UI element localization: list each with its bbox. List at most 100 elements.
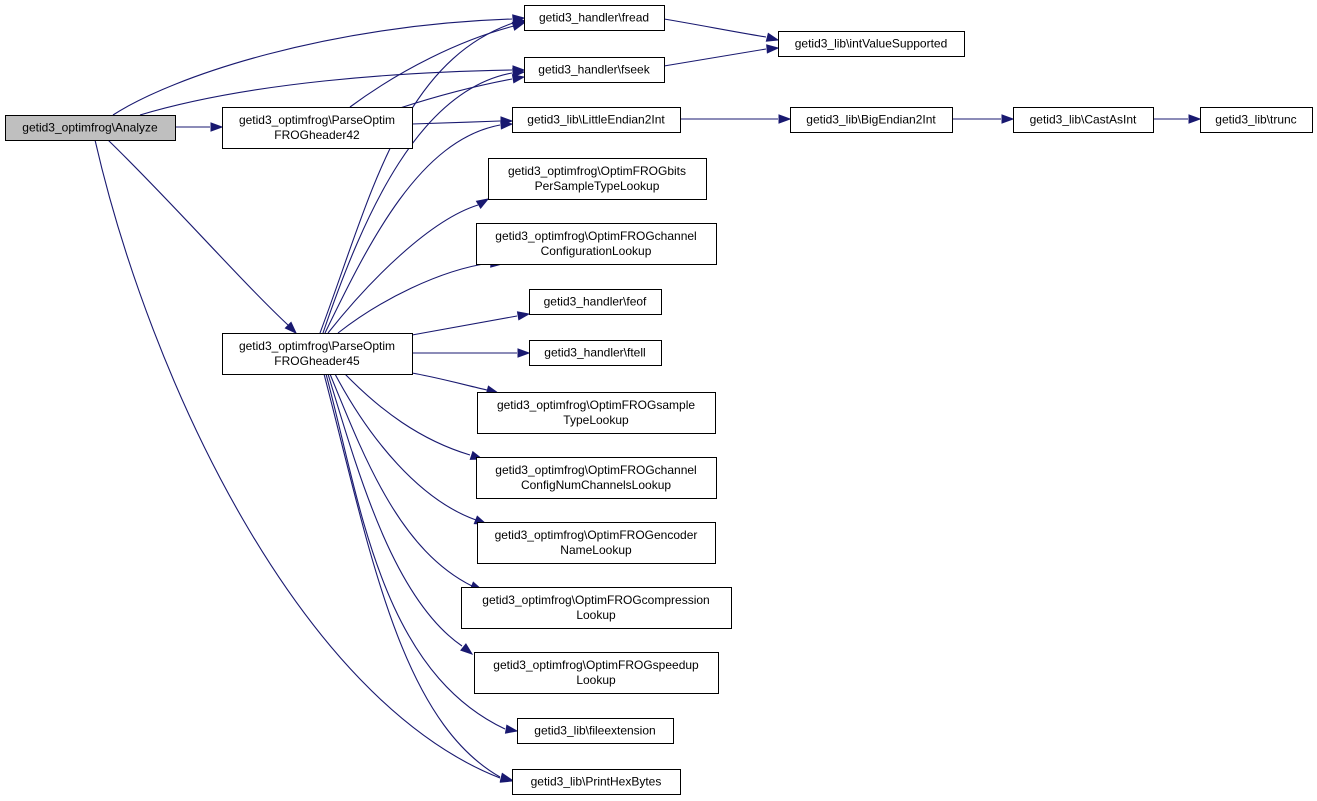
node-compression[interactable]: getid3_optimfrog\OptimFROGcompressionLoo… xyxy=(461,587,732,629)
edge-line xyxy=(327,373,463,647)
edge-line xyxy=(663,18,767,38)
edge-line xyxy=(107,139,289,326)
node-label: Lookup xyxy=(576,608,616,622)
node-numchannels[interactable]: getid3_optimfrog\OptimFROGchannelConfigN… xyxy=(476,457,717,499)
node-castasint[interactable]: getid3_lib\CastAsInt xyxy=(1013,107,1154,133)
node-printhex[interactable]: getid3_lib\PrintHexBytes xyxy=(512,769,681,795)
node-box[interactable] xyxy=(1013,107,1154,133)
edge-line xyxy=(322,72,513,334)
edge-line xyxy=(411,315,518,336)
node-box[interactable] xyxy=(517,718,674,744)
edge-arrowhead xyxy=(475,198,490,209)
node-label: ConfigNumChannelsLookup xyxy=(521,478,671,492)
node-analyze[interactable]: getid3_optimfrog\Analyze xyxy=(5,115,176,141)
node-label: getid3_optimfrog\OptimFROGchannel xyxy=(495,229,696,243)
node-label: Lookup xyxy=(576,673,616,687)
node-label: getid3_lib\trunc xyxy=(1215,113,1296,127)
edge-line xyxy=(344,373,471,456)
edge-line xyxy=(325,373,506,730)
node-bitspersample[interactable]: getid3_optimfrog\OptimFROGbitsPerSampleT… xyxy=(488,158,707,200)
edge-castasint-to-trunc xyxy=(1153,114,1202,124)
node-box[interactable] xyxy=(1200,107,1313,133)
edge-line xyxy=(324,124,501,334)
node-box[interactable] xyxy=(529,289,662,315)
node-be2int[interactable]: getid3_lib\BigEndian2Int xyxy=(790,107,953,133)
edge-be2int-to-castasint xyxy=(952,114,1015,124)
edge-parse42-to-le2int xyxy=(411,116,514,126)
node-label: getid3_optimfrog\OptimFROGsample xyxy=(497,398,695,412)
edge-fread-to-intvalue xyxy=(663,18,780,42)
edge-analyze-to-parse45 xyxy=(107,139,298,335)
node-box[interactable] xyxy=(488,158,707,200)
edge-parse45-to-sampletype xyxy=(411,372,500,395)
node-box[interactable] xyxy=(476,457,717,499)
edge-arrowhead xyxy=(517,348,531,358)
node-label: getid3_lib\CastAsInt xyxy=(1030,113,1137,127)
node-label: getid3_lib\BigEndian2Int xyxy=(806,113,936,127)
edge-line xyxy=(349,25,515,108)
edge-arrowhead xyxy=(1188,114,1202,124)
node-label: getid3_optimfrog\ParseOptim xyxy=(239,339,395,353)
node-box[interactable] xyxy=(476,223,717,265)
node-box[interactable] xyxy=(512,107,681,133)
node-box[interactable] xyxy=(524,5,665,31)
node-box[interactable] xyxy=(790,107,953,133)
node-label: getid3_optimfrog\OptimFROGspeedup xyxy=(493,658,699,672)
node-label: getid3_lib\fileextension xyxy=(534,724,655,738)
node-fseek[interactable]: getid3_handler\fseek xyxy=(524,57,665,83)
edge-parse45-to-ftell xyxy=(412,348,531,358)
edge-arrowhead xyxy=(1001,114,1015,124)
node-encodername[interactable]: getid3_optimfrog\OptimFROGencoderNameLoo… xyxy=(477,522,716,564)
node-label: NameLookup xyxy=(560,543,632,557)
node-trunc[interactable]: getid3_lib\trunc xyxy=(1200,107,1313,133)
node-label: FROGheader45 xyxy=(274,354,360,368)
node-label: getid3_lib\PrintHexBytes xyxy=(531,775,662,789)
edge-line xyxy=(139,69,513,116)
edge-parse42-to-fread xyxy=(349,21,526,108)
node-box[interactable] xyxy=(461,587,732,629)
node-chanconfig[interactable]: getid3_optimfrog\OptimFROGchannelConfigu… xyxy=(476,223,717,265)
edge-line xyxy=(329,373,473,587)
node-box[interactable] xyxy=(477,522,716,564)
edge-arrowhead xyxy=(766,44,780,54)
node-box[interactable] xyxy=(5,115,176,141)
node-box[interactable] xyxy=(222,107,413,149)
node-box[interactable] xyxy=(524,57,665,83)
edge-parse45-to-fseek xyxy=(322,68,526,334)
edge-parse45-to-le2int xyxy=(324,120,514,334)
node-label: getid3_optimfrog\ParseOptim xyxy=(239,113,395,127)
edge-line xyxy=(319,21,517,334)
node-box[interactable] xyxy=(512,769,681,795)
edge-arrowhead xyxy=(499,772,514,782)
edge-line xyxy=(94,139,501,779)
edge-analyze-to-fread xyxy=(112,14,526,116)
edge-parse45-to-fileext xyxy=(325,373,519,734)
node-label: getid3_optimfrog\OptimFROGbits xyxy=(508,164,686,178)
node-sampletype[interactable]: getid3_optimfrog\OptimFROGsampleTypeLook… xyxy=(477,392,716,434)
edge-line xyxy=(337,262,491,334)
node-box[interactable] xyxy=(477,392,716,434)
edge-parse45-to-bitspersample xyxy=(327,198,490,334)
node-fread[interactable]: getid3_handler\fread xyxy=(524,5,665,31)
node-label: getid3_optimfrog\OptimFROGcompression xyxy=(482,593,709,607)
node-fileext[interactable]: getid3_lib\fileextension xyxy=(517,718,674,744)
node-ftell[interactable]: getid3_handler\ftell xyxy=(529,340,662,366)
node-box[interactable] xyxy=(222,333,413,375)
node-box[interactable] xyxy=(529,340,662,366)
node-feof[interactable]: getid3_handler\feof xyxy=(529,289,662,315)
nodes-layer: getid3_optimfrog\Analyze getid3_optimfrog… xyxy=(5,5,1313,795)
edge-arrowhead xyxy=(500,120,514,130)
node-intvalue[interactable]: getid3_lib\intValueSupported xyxy=(778,31,965,57)
edge-arrowhead xyxy=(210,122,224,132)
node-le2int[interactable]: getid3_lib\LittleEndian2Int xyxy=(512,107,681,133)
edge-parse45-to-feof xyxy=(411,311,531,336)
node-label: FROGheader42 xyxy=(274,128,360,142)
node-box[interactable] xyxy=(778,31,965,57)
node-label: getid3_optimfrog\OptimFROGencoder xyxy=(495,528,698,542)
node-label: getid3_handler\fseek xyxy=(538,63,650,77)
edge-analyze-to-parse42 xyxy=(175,122,224,132)
node-box[interactable] xyxy=(474,652,719,694)
